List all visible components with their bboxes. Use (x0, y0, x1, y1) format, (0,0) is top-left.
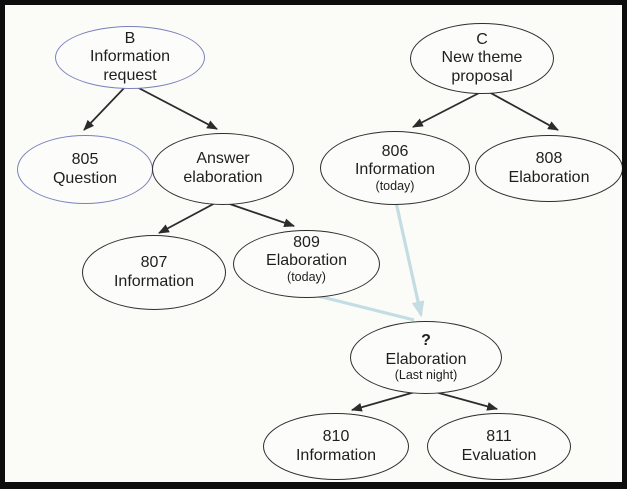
node-c-line3: proposal (451, 67, 513, 85)
node-answer-label: Answer elaboration (153, 150, 293, 187)
edge-b-to-805 (83, 83, 129, 131)
node-808-elaboration: 808 Elaboration (475, 135, 622, 202)
node-c-line2: New theme (441, 49, 523, 67)
node-805-line2: Question (52, 169, 118, 187)
node-b-line1: B (124, 29, 136, 47)
edge-answer-to-807 (158, 200, 220, 234)
node-b-line2: Information (89, 48, 171, 66)
node-809-elaboration-today: 809 Elaboration (today) (233, 230, 380, 298)
node-805-question: 805 Question (17, 135, 153, 204)
node-809-line2: Elaboration (266, 252, 347, 270)
node-c-line1: C (476, 30, 488, 48)
edge-c-to-806 (412, 90, 484, 128)
node-806-line2: Information (354, 161, 436, 179)
node-811-line1: 811 (486, 427, 512, 445)
edge-answer-to-809 (220, 200, 296, 227)
edges-layer (83, 83, 559, 412)
edge-806-to-unknown (394, 201, 425, 318)
node-807-line2: Information (113, 272, 195, 290)
node-810-label: 810 Information (264, 428, 408, 465)
node-805-label: 805 Question (18, 151, 152, 188)
node-810-information: 810 Information (263, 413, 409, 480)
node-809-note: (today) (287, 269, 326, 284)
node-unknown-label: ? Elaboration (Last night) (351, 332, 501, 383)
node-805-line1: 805 (71, 150, 99, 168)
node-807-information: 807 Information (82, 235, 226, 310)
node-b-label: B Information request (56, 30, 204, 86)
node-b-information-request: B Information request (55, 26, 205, 89)
node-811-line2: Evaluation (461, 446, 537, 464)
node-809-line1: 809 (293, 233, 320, 251)
node-answer-line1: Answer (196, 150, 250, 168)
node-answer-elaboration: Answer elaboration (152, 133, 294, 205)
node-806-note: (today) (375, 178, 415, 193)
node-808-label: 808 Elaboration (476, 150, 622, 187)
node-answer-line2: elaboration (183, 169, 263, 186)
edge-unknown-to-810 (350, 389, 423, 412)
node-806-information-today: 806 Information (today) (320, 131, 470, 205)
node-c-new-theme-proposal: C New theme proposal (410, 23, 554, 94)
question-mark: ? (421, 332, 431, 350)
node-811-evaluation: 811 Evaluation (427, 413, 571, 480)
node-807-label: 807 Information (83, 254, 225, 291)
node-b-line3: request (103, 66, 157, 84)
edge-809-to-unknown (305, 291, 415, 322)
node-unknown-line2: Elaboration (385, 350, 467, 368)
node-808-line2: Elaboration (508, 168, 590, 186)
node-808-line1: 808 (535, 149, 563, 167)
edge-c-to-808 (486, 90, 559, 131)
node-unknown-note: (Last night) (394, 368, 458, 383)
node-810-line2: Information (295, 446, 377, 464)
edge-b-to-answer (130, 83, 218, 130)
node-c-label: C New theme proposal (411, 31, 553, 87)
node-806-label: 806 Information (today) (321, 143, 469, 194)
node-811-label: 811 Evaluation (428, 428, 570, 465)
node-809-label: 809 Elaboration (today) (234, 234, 379, 285)
node-unknown-elaboration-last-night: ? Elaboration (Last night) (350, 321, 502, 394)
node-807-line1: 807 (140, 253, 168, 271)
node-810-line1: 810 (322, 427, 350, 445)
node-806-line1: 806 (381, 142, 409, 160)
